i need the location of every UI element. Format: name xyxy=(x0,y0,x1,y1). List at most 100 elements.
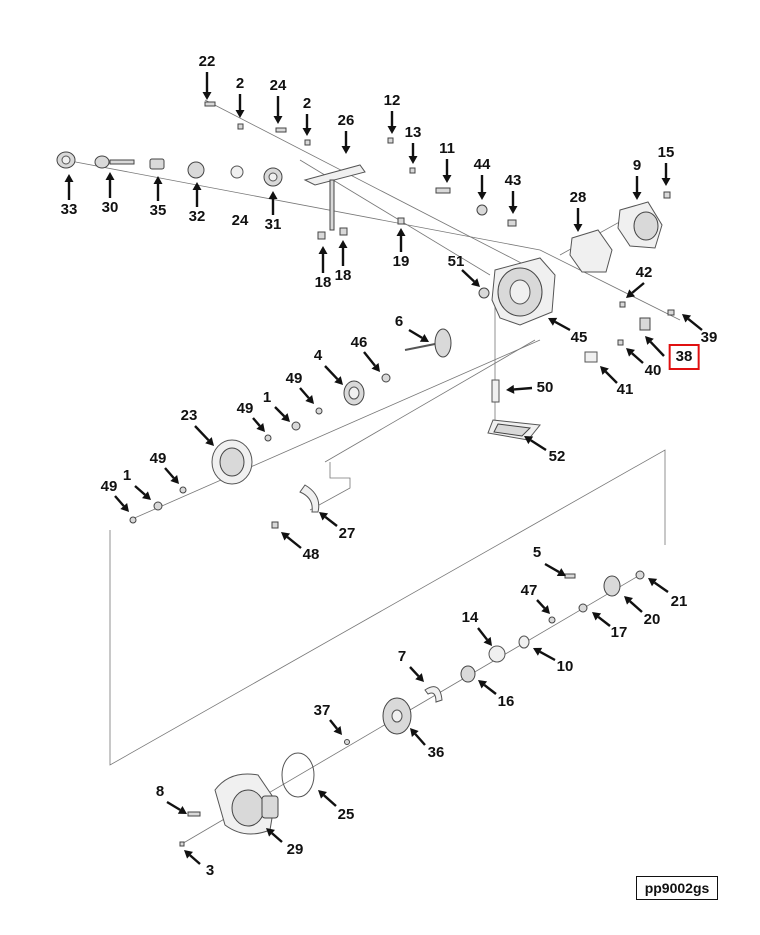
callout-41: 41 xyxy=(616,381,634,398)
leader-arrow xyxy=(324,365,343,385)
callout-51: 51 xyxy=(447,253,465,270)
callout-9: 9 xyxy=(632,157,642,174)
callout-17: 17 xyxy=(610,624,628,641)
leader-arrow xyxy=(252,417,265,432)
leader-arrows xyxy=(64,72,703,865)
leader-arrow xyxy=(273,96,283,124)
callout-32: 32 xyxy=(188,208,206,225)
leader-arrow xyxy=(202,72,212,100)
leader-arrow xyxy=(268,191,278,215)
callout-16: 16 xyxy=(497,693,515,710)
leader-arrow xyxy=(592,612,611,627)
leader-arrow xyxy=(536,599,550,614)
callout-50: 50 xyxy=(536,379,554,396)
leader-arrow xyxy=(164,467,179,484)
leader-arrow xyxy=(645,336,665,357)
leader-arrow xyxy=(64,174,74,200)
gaskets xyxy=(487,201,663,441)
leader-arrow xyxy=(409,666,424,682)
leader-arrow xyxy=(192,182,202,207)
callout-15: 15 xyxy=(657,144,675,161)
leader-arrow xyxy=(341,131,351,154)
callout-31: 31 xyxy=(264,216,282,233)
leader-arrow xyxy=(533,647,556,662)
callout-35: 35 xyxy=(149,202,167,219)
callout-1: 1 xyxy=(262,389,272,406)
leader-arrow xyxy=(626,348,644,364)
callout-18: 18 xyxy=(334,267,352,284)
callout-49: 49 xyxy=(100,478,118,495)
leader-arrow xyxy=(544,562,566,576)
callout-25: 25 xyxy=(337,806,355,823)
leader-arrow xyxy=(624,596,643,613)
leader-arrow xyxy=(461,269,480,287)
leader-arrow xyxy=(477,175,487,200)
leader-arrow xyxy=(338,240,348,266)
callout-29: 29 xyxy=(286,841,304,858)
callout-52: 52 xyxy=(548,448,566,465)
leader-arrow xyxy=(363,351,380,372)
leader-arrow xyxy=(661,163,671,186)
leader-arrow xyxy=(166,800,187,814)
callout-33: 33 xyxy=(60,201,78,218)
leader-arrow xyxy=(408,143,418,164)
leader-arrow xyxy=(235,94,245,118)
leader-arrow xyxy=(410,728,426,746)
callout-4: 4 xyxy=(313,347,323,364)
leader-arrow xyxy=(573,208,583,232)
callout-37: 37 xyxy=(313,702,331,719)
leader-arrow xyxy=(319,512,338,527)
callout-18: 18 xyxy=(314,274,332,291)
leader-arrow xyxy=(274,406,290,422)
leader-arrow xyxy=(626,282,645,298)
callout-30: 30 xyxy=(101,199,119,216)
leader-arrow xyxy=(194,425,214,446)
callout-45: 45 xyxy=(570,329,588,346)
leader-arrow xyxy=(105,172,115,198)
leader-arrow xyxy=(600,366,618,384)
leader-arrow xyxy=(442,159,452,183)
leader-arrow xyxy=(408,328,429,342)
bearing-housing xyxy=(491,257,556,326)
callout-23: 23 xyxy=(180,407,198,424)
callout-36: 36 xyxy=(427,744,445,761)
leader-arrow xyxy=(648,578,669,593)
callout-47: 47 xyxy=(520,582,538,599)
right-side-parts xyxy=(491,191,675,403)
callout-19: 19 xyxy=(392,253,410,270)
leader-arrow xyxy=(477,627,492,646)
callout-28: 28 xyxy=(569,189,587,206)
leader-arrow xyxy=(318,790,337,807)
leader-arrow xyxy=(524,436,547,452)
callout-46: 46 xyxy=(350,334,368,351)
callout-44: 44 xyxy=(473,156,491,173)
callout-24: 24 xyxy=(231,212,249,229)
callout-49: 49 xyxy=(236,400,254,417)
leader-arrow xyxy=(329,719,342,735)
callout-13: 13 xyxy=(404,124,422,141)
callout-22: 22 xyxy=(198,53,216,70)
callout-21: 21 xyxy=(670,593,688,610)
leader-arrow xyxy=(134,485,151,500)
leader-arrow xyxy=(114,495,129,512)
leader-arrow xyxy=(299,387,314,404)
leader-arrow xyxy=(184,850,201,865)
callout-11: 11 xyxy=(439,140,455,157)
leader-arrow xyxy=(318,246,328,273)
leader-arrow xyxy=(682,314,703,331)
compressor-side-parts xyxy=(179,570,645,847)
callout-1: 1 xyxy=(122,467,132,484)
leader-arrow xyxy=(506,384,533,394)
callout-20: 20 xyxy=(643,611,661,628)
callout-49: 49 xyxy=(285,370,303,387)
upper-parts xyxy=(56,101,517,299)
callout-49: 49 xyxy=(149,450,167,467)
leader-arrow xyxy=(153,176,163,201)
leader-arrow xyxy=(387,111,397,134)
callout-12: 12 xyxy=(383,92,401,109)
leader-arrow xyxy=(478,680,497,695)
callout-5: 5 xyxy=(532,544,542,561)
callout-40: 40 xyxy=(644,362,662,379)
callout-39: 39 xyxy=(700,329,718,346)
